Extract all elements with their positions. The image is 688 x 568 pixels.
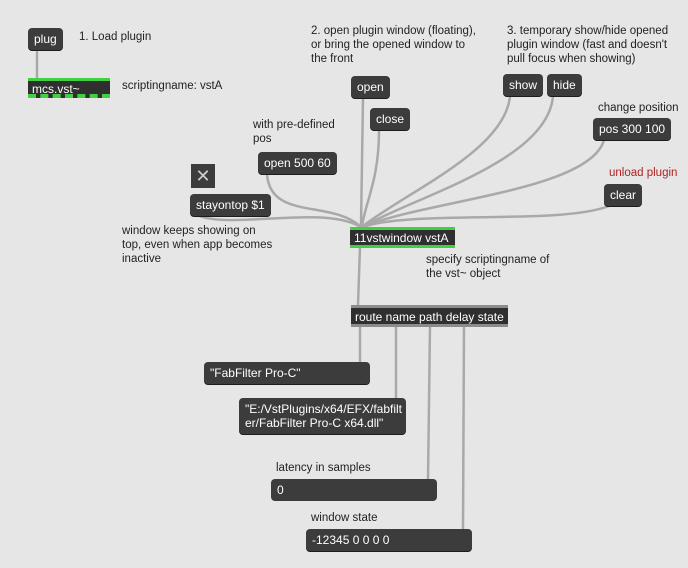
cable-route-to-state [461,323,466,532]
window-keeps-comment: window keeps showing on top, even when a… [122,225,273,265]
cable-open-to-window [359,96,365,228]
pos-message[interactable]: pos 300 100 [593,118,672,140]
open-message[interactable]: open [351,76,390,98]
plug-message[interactable]: plug [28,28,63,50]
close-x-icon: ✕ [195,166,211,186]
stayontop-message[interactable]: stayontop $1 [190,194,271,216]
scripting-name-comment: scriptingname: vstA [122,80,223,92]
hide-message[interactable]: hide [547,74,582,96]
open-pos-message[interactable]: open 500 60 [258,152,337,174]
plugin-path-message[interactable]: "E:/VstPlugins/x64/EFX/fabfilt er/FabFil… [239,398,406,434]
cable-openpos-to-window [265,172,362,228]
mcs-vst-object[interactable]: mcs.vst~ [28,78,110,98]
vstwindow-object[interactable]: 11vstwindow vstA [350,227,455,248]
window-state-message[interactable]: -12345 0 0 0 0 [306,529,472,551]
window-state-comment: window state [311,512,378,524]
predefined-pos-comment: with pre-defined pos [253,119,335,145]
stayontop-toggle[interactable]: ✕ [191,164,215,188]
route-object[interactable]: route name path delay state [351,305,508,327]
load-plugin-comment: 1. Load plugin [79,31,152,43]
open-plugin-comment: 2. open plugin window (floating), or bri… [311,25,476,65]
cable-pos-to-window [363,138,606,228]
unload-plugin-comment: unload plugin [609,167,678,179]
plugin-name-message[interactable]: "FabFilter Pro-C" [204,362,370,384]
cable-window-to-route [356,245,362,307]
cable-close-to-window [360,128,381,228]
latency-number-box[interactable]: 0 [271,479,437,501]
cable-route-to-latency [426,323,432,482]
latency-comment: latency in samples [276,462,371,474]
close-message[interactable]: close [370,108,411,130]
cable-clear-to-window [364,204,611,228]
specify-scripting-comment: specify scriptingname of the vst~ object [426,254,550,280]
show-message[interactable]: show [503,74,544,96]
temp-show-hide-comment: 3. temporary show/hide opened plugin win… [507,25,669,65]
clear-message[interactable]: clear [604,184,643,206]
